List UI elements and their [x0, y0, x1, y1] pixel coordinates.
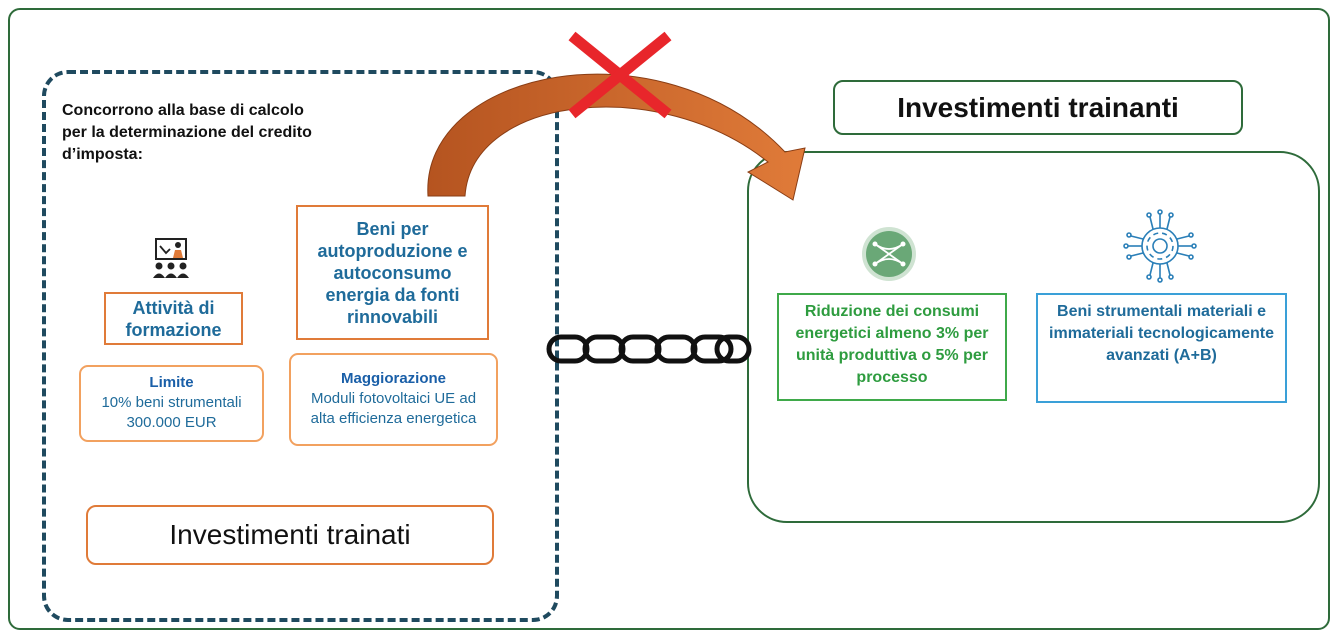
maggiorazione-line1: Moduli fotovoltaici UE ad	[310, 390, 477, 407]
beni-rinnovabili-box: Beni per autoproduzione e autoconsumo en…	[296, 205, 489, 340]
network-circle-icon	[862, 227, 916, 281]
beni-strumentali-box: Beni strumentali materiali e immateriali…	[1036, 293, 1287, 403]
maggiorazione-title: Maggiorazione	[340, 370, 446, 387]
riduzione-consumi-box: Riduzione dei consumi energetici almeno …	[777, 293, 1007, 401]
gear-circuit-icon	[1123, 209, 1197, 283]
limite-line2: 300.000 EUR	[126, 414, 217, 431]
trainanti-group	[747, 151, 1320, 523]
teacher-classroom-icon	[153, 238, 189, 278]
limite-line1: 10% beni strumentali	[101, 394, 242, 411]
trainati-dashed-group	[42, 70, 559, 622]
outer-frame	[8, 8, 1330, 630]
maggiorazione-line2: alta efficienza energetica	[310, 410, 477, 427]
limite-box: Limite 10% beni strumentali 300.000 EUR	[79, 365, 264, 442]
investimenti-trainanti-title: Investimenti trainanti	[833, 80, 1243, 135]
maggiorazione-box: Maggiorazione Moduli fotovoltaici UE ad …	[289, 353, 498, 446]
intro-text: Concorrono alla base di calcolo per la d…	[62, 102, 312, 163]
chain-icon	[546, 334, 752, 364]
investimenti-trainati-title: Investimenti trainati	[86, 505, 494, 565]
curved-arrow-icon	[427, 73, 806, 201]
attivita-formazione-box: Attività di formazione	[104, 292, 243, 345]
limite-title: Limite	[149, 374, 194, 391]
red-x-icon	[568, 31, 672, 119]
